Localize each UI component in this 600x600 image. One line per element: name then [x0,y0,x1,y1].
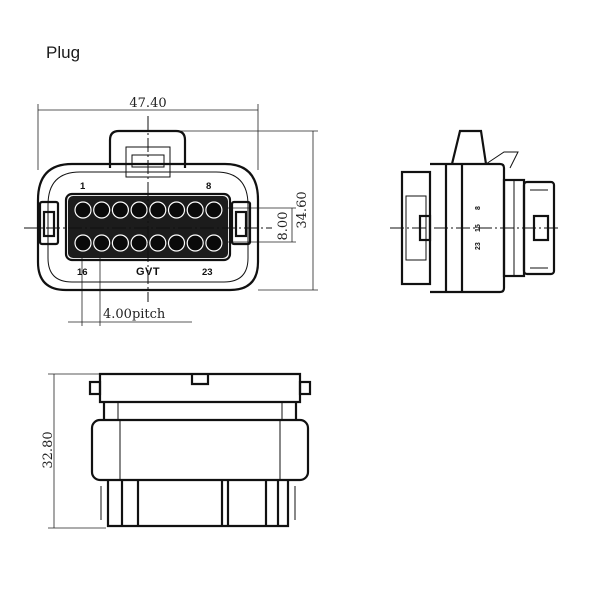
pin-cavity [149,201,167,219]
pin-cavities [74,201,223,252]
right-lock-tab-inner [234,210,248,238]
pin-label-8: 8 [206,181,211,192]
pitch-dimension: 4.00pitch [68,248,192,326]
bottom-main-body [90,418,310,482]
drawing-title: Plug [46,43,80,62]
pin-cavity [74,234,92,252]
front-view: 47.40 34.60 8.00 4.00pitch [24,96,318,326]
pin-cavity [130,201,148,219]
pin-cavity [167,234,186,252]
right-lock-tab [230,200,252,246]
pin-cavity [111,234,130,252]
bottom-legs [106,480,290,528]
pin-cavity [167,201,186,219]
pin-cavity [186,234,204,252]
height-dim-label: 34.60 [295,191,310,228]
pin-label-16: 16 [77,267,88,278]
bottom-left-ear [88,380,102,396]
front-housing-inner [47,171,249,283]
pin-cavity [205,201,223,219]
pin-cavity [93,234,111,252]
front-housing-outer [36,162,260,292]
side-pin-label-8: 8 [475,206,482,210]
left-lock-tab-inner [42,210,56,238]
side-latch-tail [485,151,519,169]
left-lock-tab [38,200,60,246]
side-pin-label-23: 23 [475,242,482,250]
bottom-view: 32.80 [41,372,312,529]
pin-cavity [93,201,111,219]
pin-cavity [186,201,204,219]
pin-cavity [111,201,130,219]
pin-label-1: 1 [80,181,86,192]
cavity-dimension: 8.00 [225,207,296,243]
bottom-right-ear [298,380,312,396]
bottom-height-dimension: 32.80 [41,373,106,529]
pin-cavity [205,234,223,252]
pitch-dim-label: 4.00pitch [103,307,166,322]
pin-cavity [149,234,167,252]
side-latch [450,129,488,165]
bottom-height-dim-label: 32.80 [41,431,56,468]
pin-label-23: 23 [202,267,213,278]
bottom-top-plate [98,372,302,404]
side-view: 8 15 23 [390,129,560,294]
pin-cavity [74,201,92,219]
bottom-notch [190,374,210,386]
width-dim-label: 47.40 [129,96,166,111]
pin-cavity [130,234,148,252]
cavity-dim-label: 8.00 [276,212,291,241]
width-dimension: 47.40 [37,96,259,170]
